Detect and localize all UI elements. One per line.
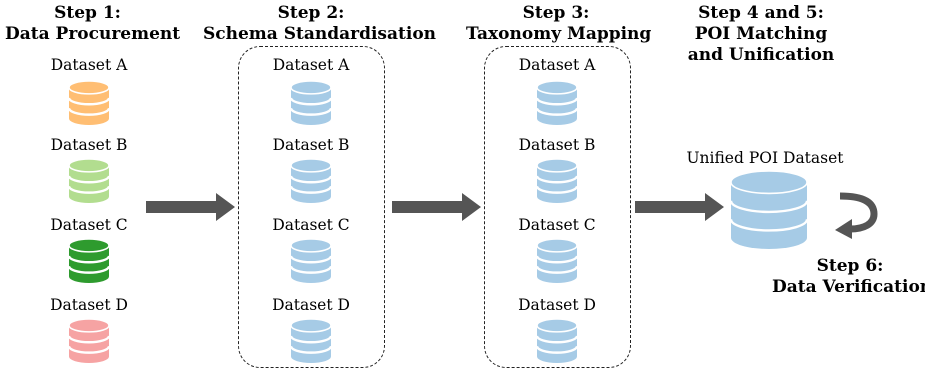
database-icon	[289, 318, 333, 363]
step1-name: Data Procurement	[5, 24, 181, 44]
database-icon	[535, 158, 579, 203]
raw-dataset-label: Dataset B	[50, 136, 128, 154]
unified-dataset-label: Unified POI Dataset	[686, 149, 844, 167]
verification-loop-arrow-icon	[835, 192, 878, 239]
database-icon	[535, 318, 579, 363]
step2-name: Schema Standardisation	[203, 24, 437, 44]
database-icon	[289, 80, 333, 125]
raw-dataset-label: Dataset D	[50, 296, 128, 314]
step2-title: Step 2: Schema Standardisation	[203, 3, 437, 45]
mapped-dataset-label: Dataset A	[518, 56, 596, 74]
database-icon	[535, 80, 579, 125]
mapped-dataset-database	[535, 318, 579, 368]
step2-number: Step 2:	[277, 3, 345, 23]
step45-name-2: and Unification	[687, 45, 835, 65]
mapped-dataset-database	[535, 238, 579, 288]
step45-title: Step 4 and 5: POI Matching and Unificati…	[676, 3, 846, 66]
database-icon	[67, 80, 111, 125]
standardised-dataset-label: Dataset A	[272, 56, 350, 74]
unified-database-icon	[730, 170, 808, 249]
standardised-dataset-database	[289, 80, 333, 130]
arrow-step3-to-step45	[635, 193, 724, 221]
raw-dataset-database	[67, 158, 111, 208]
step3-name: Taxonomy Mapping	[466, 24, 652, 44]
standardised-dataset-database	[289, 318, 333, 368]
standardised-dataset-label: Dataset C	[272, 216, 350, 234]
step3-title: Step 3: Taxonomy Mapping	[466, 3, 652, 45]
standardised-dataset-database	[289, 158, 333, 208]
mapped-dataset-label: Dataset B	[518, 136, 596, 154]
arrow-step1-to-step2	[146, 193, 235, 221]
database-icon	[67, 158, 111, 203]
mapped-dataset-database	[535, 158, 579, 208]
mapped-dataset-database	[535, 80, 579, 130]
step1-number: Step 1:	[54, 3, 121, 23]
standardised-dataset-database	[289, 238, 333, 288]
step6-number: Step 6:	[816, 256, 884, 276]
raw-dataset-label: Dataset C	[50, 216, 128, 234]
database-icon	[535, 238, 579, 283]
step45-number: Step 4 and 5:	[698, 3, 824, 23]
mapped-dataset-label: Dataset D	[518, 296, 596, 314]
mapped-dataset-label: Dataset C	[518, 216, 596, 234]
step3-number: Step 3:	[522, 3, 590, 23]
arrow-step2-to-step3	[392, 193, 481, 221]
database-icon	[289, 238, 333, 283]
step1-title: Step 1: Data Procurement	[5, 3, 181, 45]
raw-dataset-database	[67, 80, 111, 130]
taxonomy-mapping-group	[484, 46, 631, 368]
database-icon	[289, 158, 333, 203]
step6-title: Step 6: Data Verification	[772, 256, 925, 298]
schema-standardisation-group	[238, 46, 385, 368]
standardised-dataset-label: Dataset D	[272, 296, 350, 314]
raw-dataset-database	[67, 238, 111, 288]
step45-name-1: POI Matching	[694, 24, 828, 44]
database-icon	[67, 318, 111, 363]
standardised-dataset-label: Dataset B	[272, 136, 350, 154]
step6-name: Data Verification	[772, 277, 925, 297]
raw-dataset-database	[67, 318, 111, 368]
raw-dataset-label: Dataset A	[50, 56, 128, 74]
database-icon	[67, 238, 111, 283]
